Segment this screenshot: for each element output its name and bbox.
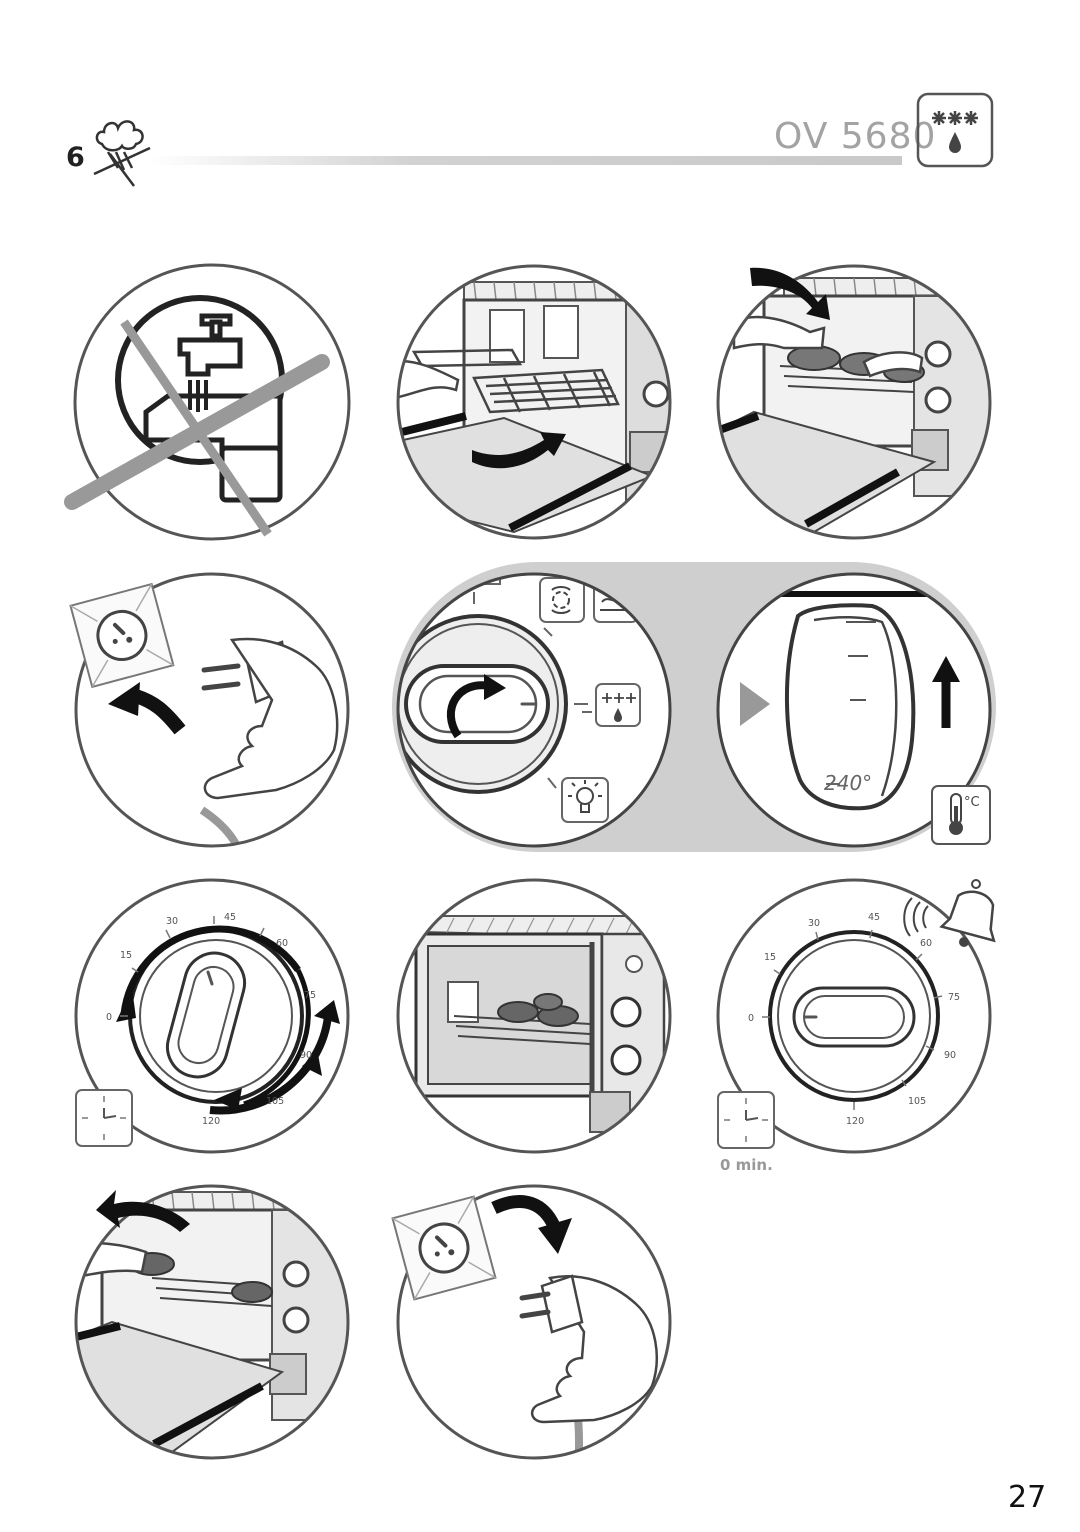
function-selector-icon — [396, 572, 672, 848]
slide-rack-into-oven-icon — [396, 264, 672, 540]
no-water-immersion-icon — [64, 263, 351, 541]
remove-food-icon — [74, 1184, 350, 1460]
timer-label-45: 45 — [224, 912, 236, 923]
timer-knob-turn-icon: 0 15 30 45 60 75 90 105 120 — [74, 878, 350, 1154]
timer-label-0: 0 — [748, 1013, 754, 1024]
page-number: 27 — [1008, 1480, 1047, 1515]
timer-label-120: 120 — [846, 1116, 864, 1127]
timer-label-75: 75 — [948, 992, 960, 1003]
plug-into-socket-icon — [69, 572, 350, 848]
timer-label-15: 15 — [764, 952, 776, 963]
timer-label-30: 30 — [808, 918, 820, 929]
oven-cooking-icon — [396, 878, 672, 1154]
timer-label-105: 105 — [266, 1096, 284, 1107]
unplug-from-socket-icon — [391, 1184, 672, 1460]
timer-label-120: 120 — [202, 1116, 220, 1127]
timer-label-75: 75 — [304, 990, 316, 1001]
timer-label-30: 30 — [166, 916, 178, 927]
timer-label-0: 0 — [106, 1012, 112, 1023]
defrost-mode-icon — [916, 92, 994, 168]
timer-label-45: 45 — [868, 912, 880, 923]
timer-label-90: 90 — [944, 1050, 956, 1061]
place-food-in-oven-icon — [716, 264, 992, 540]
header-rule — [150, 156, 902, 165]
timer-label-60: 60 — [276, 938, 288, 949]
temperature-knob-icon: 240° °C — [716, 572, 992, 848]
timer-label-60: 60 — [920, 938, 932, 949]
unit-label: °C — [964, 795, 980, 810]
timer-label-90: 90 — [300, 1050, 312, 1061]
steam-clean-icon — [93, 120, 151, 187]
timer-label-105: 105 — [908, 1096, 926, 1107]
model-name: OV 5680 — [774, 116, 937, 157]
timer-caption: 0 min. — [720, 1156, 773, 1174]
section-number: 6 — [66, 142, 85, 173]
timer-label-15: 15 — [120, 950, 132, 961]
timer-bell-icon: 0 15 30 45 60 75 90 105 120 — [716, 878, 996, 1154]
